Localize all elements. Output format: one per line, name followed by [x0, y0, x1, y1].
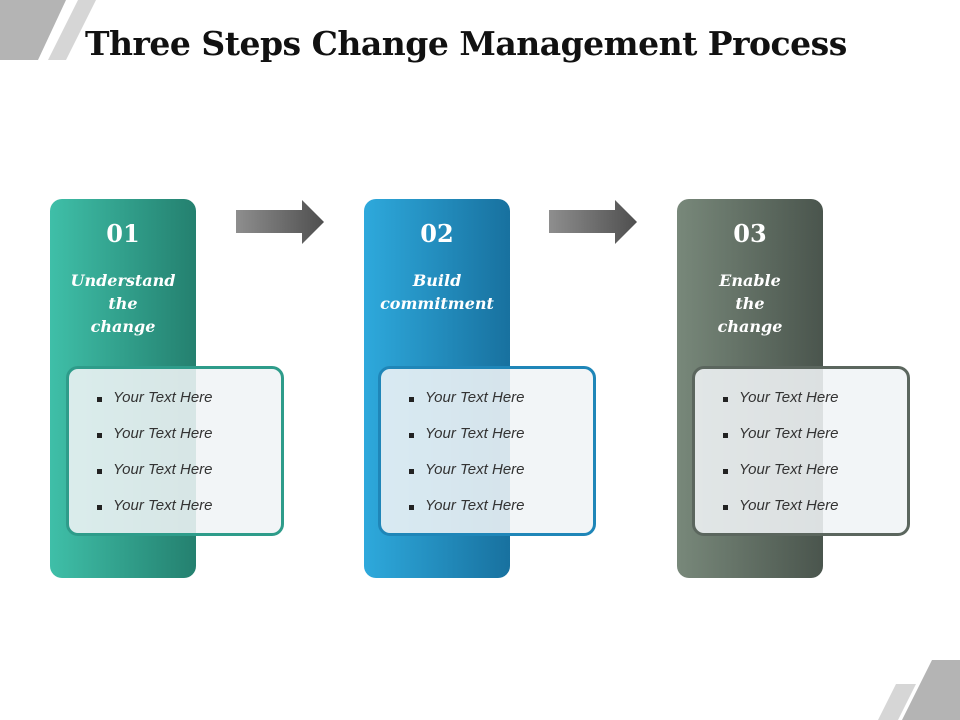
- bullet-list: Your Text Here Your Text Here Your Text …: [409, 389, 525, 533]
- bullet-item: Your Text Here: [409, 425, 525, 461]
- step-heading-line: Understand: [70, 271, 176, 290]
- bullet-item: Your Text Here: [723, 389, 839, 425]
- page-title: Three Steps Change Management Process: [85, 24, 847, 63]
- bullet-item: Your Text Here: [723, 461, 839, 497]
- right-arrow-icon: [549, 200, 637, 244]
- step-heading: Understand the change: [50, 269, 196, 338]
- step-heading: Enable the change: [677, 269, 823, 338]
- bullet-list: Your Text Here Your Text Here Your Text …: [97, 389, 213, 533]
- bullet-item: Your Text Here: [409, 389, 525, 425]
- bullet-item: Your Text Here: [97, 497, 213, 533]
- bullet-item: Your Text Here: [97, 389, 213, 425]
- step-number: 01: [106, 219, 140, 248]
- step-heading-line: Build: [412, 271, 462, 290]
- step-number: 02: [420, 219, 454, 248]
- step-heading-line: change: [717, 317, 783, 336]
- bullet-list: Your Text Here Your Text Here Your Text …: [723, 389, 839, 533]
- step-heading-line: commitment: [380, 294, 494, 313]
- step-1-text-card: Your Text Here Your Text Here Your Text …: [66, 366, 284, 536]
- bullet-item: Your Text Here: [723, 497, 839, 533]
- step-heading-line: the: [108, 294, 138, 313]
- top-left-corner-shape: [0, 0, 66, 60]
- step-3-text-card: Your Text Here Your Text Here Your Text …: [692, 366, 910, 536]
- step-heading-line: the: [735, 294, 765, 313]
- bottom-right-corner-stripe: [878, 684, 916, 720]
- bullet-item: Your Text Here: [97, 425, 213, 461]
- bullet-item: Your Text Here: [409, 461, 525, 497]
- step-2-text-card: Your Text Here Your Text Here Your Text …: [378, 366, 596, 536]
- top-left-corner-stripe: [48, 0, 96, 60]
- bullet-item: Your Text Here: [97, 461, 213, 497]
- step-heading-line: Enable: [719, 271, 781, 290]
- step-heading-line: change: [90, 317, 156, 336]
- step-number: 03: [733, 219, 767, 248]
- right-arrow-icon: [236, 200, 324, 244]
- bottom-right-corner-shape: [902, 660, 960, 720]
- bullet-item: Your Text Here: [409, 497, 525, 533]
- bullet-item: Your Text Here: [723, 425, 839, 461]
- step-heading: Build commitment: [364, 269, 510, 315]
